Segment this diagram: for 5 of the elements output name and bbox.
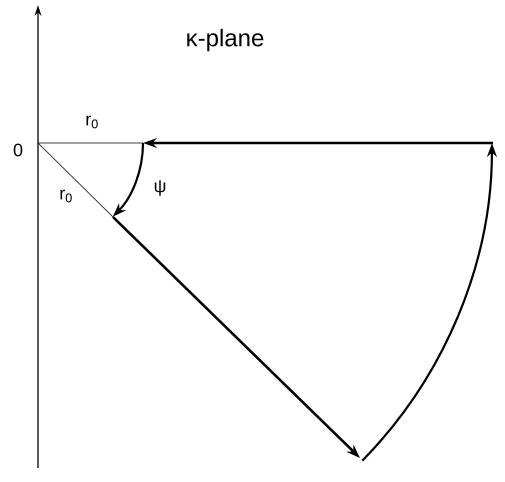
title: κ-plane	[187, 28, 264, 52]
radius-label: r$_{0}$	[60, 190, 72, 202]
origin-label: 0	[14, 144, 22, 156]
angle-label: ψ	[154, 180, 166, 196]
radius-label: r$_{0}$	[86, 116, 98, 128]
